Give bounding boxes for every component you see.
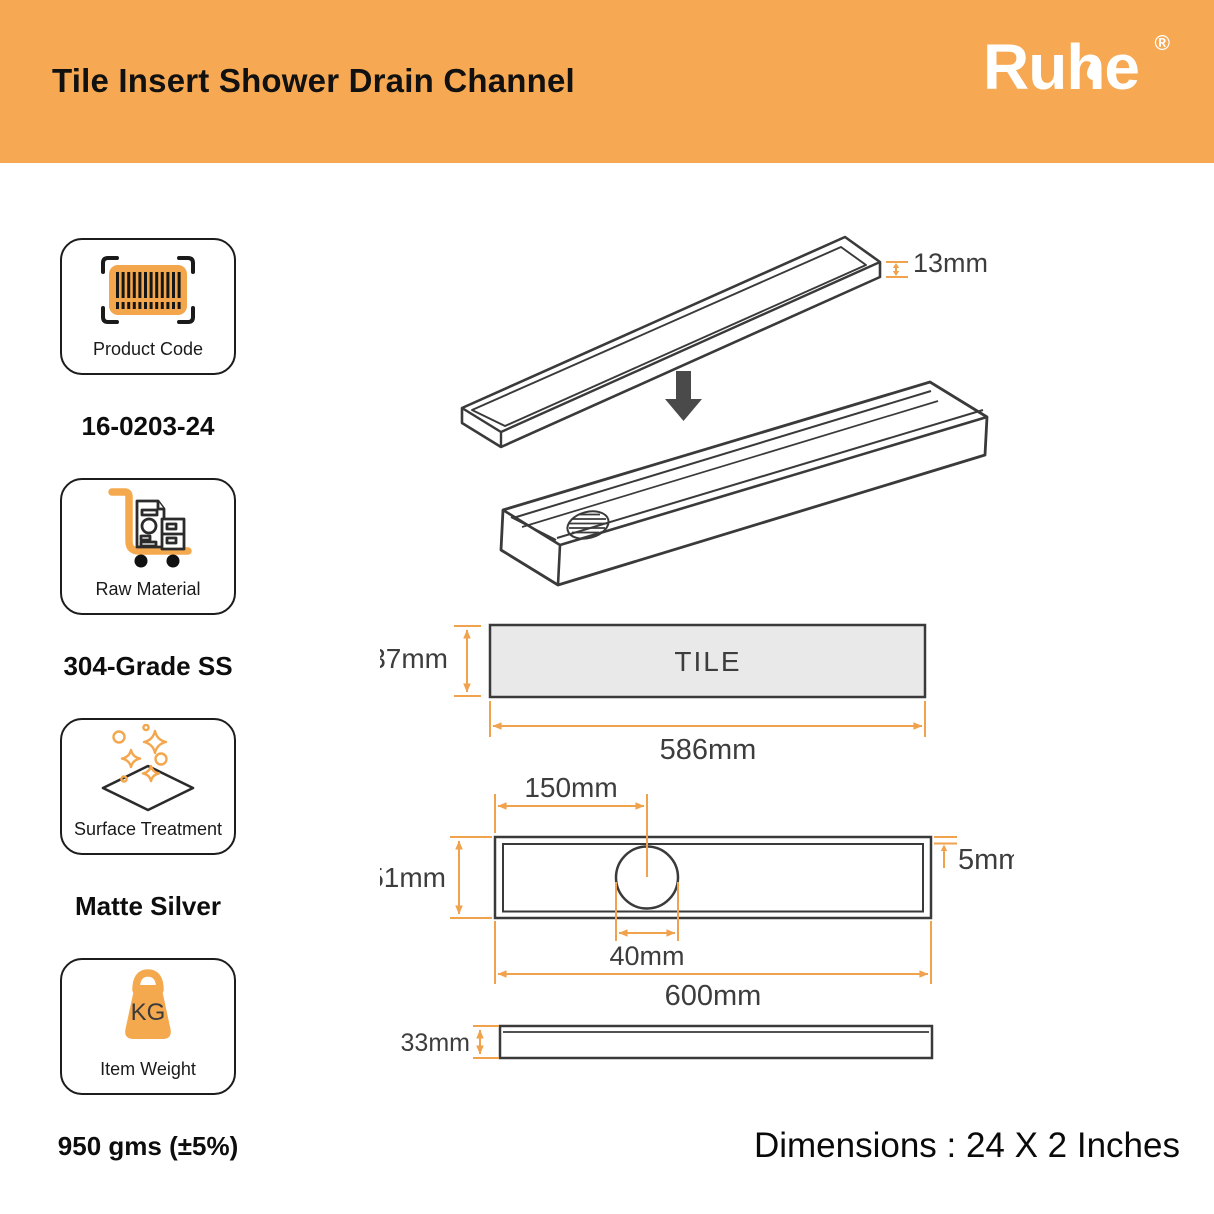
- dim-5mm-label: 5mm: [958, 844, 1014, 876]
- registered-trademark-icon: ®: [1154, 32, 1170, 55]
- barcode-icon: [101, 255, 195, 324]
- brand-logo-text: Ruhe: [983, 31, 1140, 103]
- drain-hole: [566, 510, 610, 540]
- spec-card-label: Item Weight: [100, 1059, 196, 1079]
- dim-37mm-label: 37mm: [380, 643, 448, 674]
- spec-card-surface-treatment: Surface Treatment: [60, 718, 236, 855]
- header: Tile Insert Shower Drain Channel Ruhe ®: [0, 0, 1214, 163]
- dim-33mm: 33mm: [401, 1025, 499, 1059]
- kg-text: KG: [131, 999, 166, 1026]
- sparkle-diamond-icon: [101, 723, 195, 811]
- spec-value-raw-material: 304-Grade SS: [63, 651, 233, 681]
- page-title: Tile Insert Shower Drain Channel: [52, 62, 575, 99]
- spec-card-label: Surface Treatment: [73, 819, 223, 839]
- dim-586mm-label: 586mm: [660, 734, 757, 766]
- weight-kg-icon: KG: [125, 968, 171, 1039]
- dimensions-note: Dimensions : 24 X 2 Inches: [753, 1126, 1180, 1165]
- dim-600mm-label: 600mm: [665, 980, 762, 1012]
- dim-13mm-label: 13mm: [913, 248, 988, 278]
- plan-view: 150mm 51mm 5mm: [380, 772, 1014, 1012]
- dim-40mm: 40mm: [609, 882, 685, 971]
- dim-33mm-label: 33mm: [401, 1029, 470, 1057]
- dim-150mm-label: 150mm: [524, 772, 617, 803]
- spec-card-raw-material: Raw Material: [60, 478, 236, 615]
- tile-front-view: TILE 37mm 586mm: [380, 623, 927, 766]
- iso-view-tile-insert-tray: [460, 235, 882, 449]
- spec-card-label: Product Code: [92, 339, 204, 359]
- dim-13mm: 13mm: [886, 248, 988, 278]
- side-profile-view: 33mm: [401, 1024, 934, 1060]
- dim-150mm: 150mm: [494, 772, 648, 877]
- spec-card-product-code: Product Code: [60, 238, 236, 375]
- dim-5mm: 5mm: [934, 836, 1014, 876]
- water-drop-icon: [1087, 59, 1100, 80]
- dim-51mm-label: 51mm: [380, 862, 446, 893]
- dim-40mm-label: 40mm: [609, 941, 684, 971]
- dim-586mm: 586mm: [489, 701, 926, 766]
- spec-value-item-weight: 950 gms (±5%): [57, 1131, 239, 1161]
- brand-logo: Ruhe ®: [983, 30, 1170, 120]
- iso-view-drain-channel: [499, 380, 989, 587]
- dim-51mm: 51mm: [380, 836, 492, 919]
- down-arrow-icon: [665, 371, 702, 421]
- tile-label: TILE: [674, 646, 741, 677]
- dim-37mm: 37mm: [380, 625, 481, 697]
- spec-card-item-weight: KG Item Weight: [60, 958, 236, 1095]
- dim-600mm: 600mm: [494, 921, 932, 1012]
- spec-cards: Product Code 16-0203-24: [57, 238, 239, 1198]
- spec-card-label: Raw Material: [95, 579, 201, 599]
- spec-value-surface-treatment: Matte Silver: [75, 891, 221, 921]
- technical-drawing: 13mm TILE: [380, 235, 1014, 1060]
- trolley-icon: [108, 487, 192, 567]
- spec-value-product-code: 16-0203-24: [81, 411, 215, 441]
